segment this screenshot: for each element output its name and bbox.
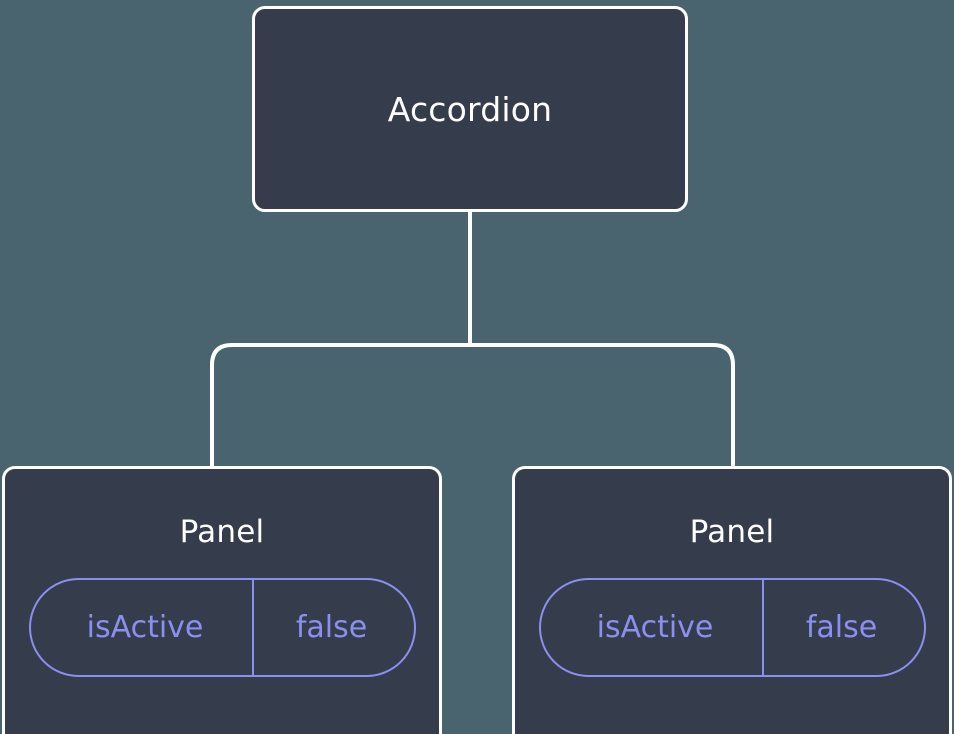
node-panel-2[interactable]: Panel isActive false xyxy=(512,466,952,734)
node-panel-1[interactable]: Panel isActive false xyxy=(2,466,442,734)
node-panel-2-title: Panel xyxy=(689,514,775,550)
node-accordion-title: Accordion xyxy=(387,89,553,129)
prop-pill-panel-2[interactable]: isActive false xyxy=(538,578,926,677)
prop-key-panel-2: isActive xyxy=(596,609,714,645)
prop-pill-panel-1[interactable]: isActive false xyxy=(28,578,416,677)
prop-key-panel-1: isActive xyxy=(86,609,204,645)
node-accordion[interactable]: Accordion xyxy=(252,6,688,212)
prop-value-panel-1: false xyxy=(251,580,414,675)
node-panel-1-title: Panel xyxy=(179,514,265,550)
prop-value-panel-2: false xyxy=(761,580,924,675)
connector-branch-bar xyxy=(210,343,735,466)
